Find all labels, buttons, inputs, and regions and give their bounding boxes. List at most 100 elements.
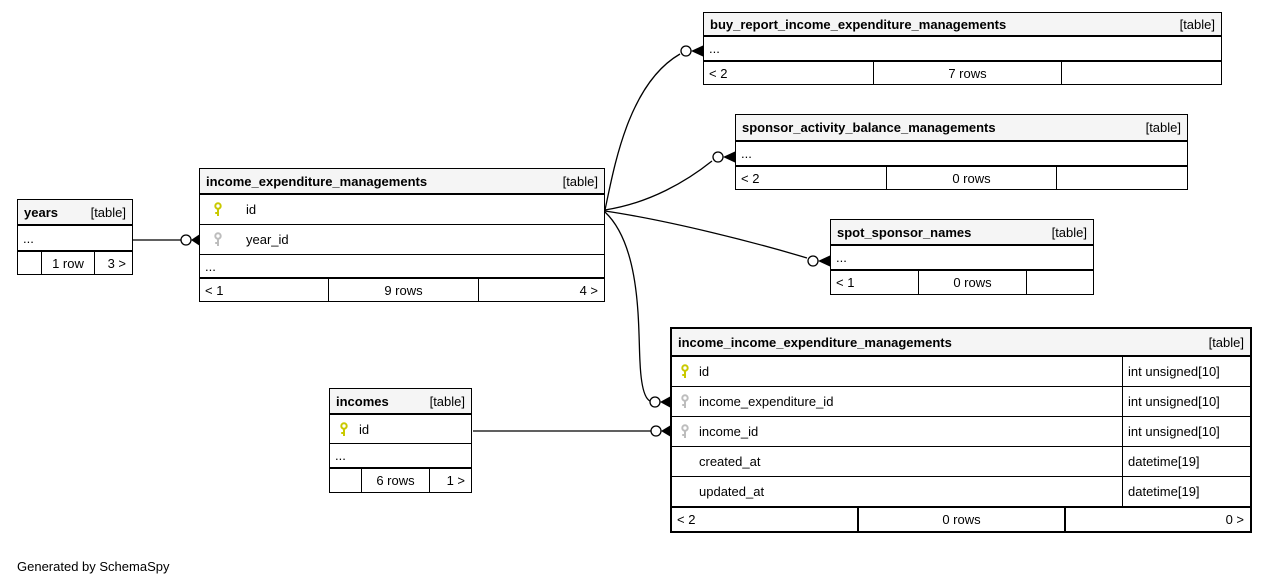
parents-count [330,469,361,492]
arrowhead [723,151,736,163]
column-type: datetime[19] [1122,447,1250,476]
row-count: 7 rows [873,62,1061,84]
column-name: income_expenditure_id [699,394,834,409]
column-name: id [246,202,257,217]
children-count: 1 > [429,469,471,492]
column-row: id [200,195,604,225]
zero-one-circle [650,425,662,437]
hidden-columns-row: ... [200,255,604,278]
arrowhead [818,255,831,267]
table-tag: [table] [429,393,465,409]
table-tag: [table] [1208,334,1244,350]
relationship-iem-to-buy-report [604,53,681,211]
table-header[interactable]: sponsor_activity_balance_managements [ta… [736,115,1187,142]
column-name: year_id [246,232,289,247]
foreign-key-icon [214,232,222,246]
hidden-columns-row: ... [18,226,132,251]
table-spot-sponsor-names: spot_sponsor_names [table] ... < 1 0 row… [830,219,1094,295]
table-tag: [table] [1179,16,1215,32]
table-incomes: incomes [table] id ... 6 rows 1 > [329,388,472,493]
key-spacer [679,484,691,499]
parents-count: < 1 [836,275,855,290]
key-spacer [679,454,691,469]
column-name: created_at [699,454,761,469]
column-type: int unsigned[10] [1122,417,1250,446]
parents-count [18,252,41,274]
zero-one-circle [649,396,661,408]
row-count: 0 rows [918,271,1026,294]
table-footer: < 1 0 rows [831,270,1093,294]
generated-by-note: Generated by SchemaSpy [17,559,170,574]
table-header[interactable]: years [table] [18,200,132,226]
row-count: 9 rows [328,279,478,301]
table-sponsor-activity-balance-managements: sponsor_activity_balance_managements [ta… [735,114,1188,190]
parents-count: < 1 [205,282,224,298]
column-type: int unsigned[10] [1122,387,1250,416]
parents-count: < 2 [709,65,728,81]
table-buy-report-income-expenditure-managements: buy_report_income_expenditure_management… [703,12,1222,85]
column-row: income_expenditure_id int unsigned[10] [672,387,1250,417]
table-years: years [table] ... 1 row 3 > [17,199,133,275]
children-count [1056,167,1187,189]
column-row: updated_at datetime[19] [672,477,1250,507]
table-name[interactable]: spot_sponsor_names [837,224,972,240]
column-row: created_at datetime[19] [672,447,1250,477]
table-footer: < 2 0 rows [736,166,1187,189]
hidden-columns-row: ... [736,142,1187,166]
column-row: year_id [200,225,604,255]
row-count: 1 row [41,252,94,274]
primary-key-icon [340,421,348,436]
column-name: updated_at [699,484,765,499]
children-count: 0 > [1064,508,1250,531]
table-name[interactable]: buy_report_income_expenditure_management… [710,16,1007,32]
table-tag: [table] [1051,224,1087,240]
table-name[interactable]: years [24,204,58,220]
primary-key-icon [214,202,222,216]
row-count: 0 rows [886,167,1056,189]
row-count: 0 rows [857,508,1064,531]
table-tag: [table] [90,204,126,220]
table-footer: < 2 7 rows [704,61,1221,84]
table-header[interactable]: buy_report_income_expenditure_management… [704,13,1221,37]
parents-count: < 2 [741,170,760,186]
arrowhead [691,45,704,57]
column-name: income_id [699,424,759,439]
table-header[interactable]: income_income_expenditure_managements [t… [672,329,1250,357]
table-header[interactable]: incomes [table] [330,389,471,415]
table-tag: [table] [562,173,598,189]
row-count: 6 rows [361,469,429,492]
table-income-income-expenditure-managements: income_income_expenditure_managements [t… [670,327,1252,533]
table-name[interactable]: incomes [336,393,389,409]
zero-one-circle [180,234,192,246]
zero-one-circle [680,45,692,57]
zero-one-circle [712,151,724,163]
children-count: 4 > [478,279,604,301]
arrowhead [191,234,200,246]
table-name[interactable]: sponsor_activity_balance_managements [742,120,996,135]
hidden-columns-row: ... [831,246,1093,270]
arrowhead [661,425,671,437]
hidden-columns-row: ... [704,37,1221,61]
table-name[interactable]: income_income_expenditure_managements [678,334,952,350]
table-footer: 6 rows 1 > [330,468,471,492]
table-name[interactable]: income_expenditure_managements [206,173,428,189]
relationship-iem-to-spot-sponsor [604,210,808,259]
table-footer: < 1 9 rows 4 > [200,278,604,301]
table-tag: [table] [1145,120,1181,135]
column-type: datetime[19] [1122,477,1250,506]
table-header[interactable]: spot_sponsor_names [table] [831,220,1093,246]
column-name: id [699,364,710,379]
column-row: id int unsigned[10] [672,357,1250,387]
hidden-columns-row: ... [330,444,471,468]
children-count [1061,62,1221,84]
arrowhead [660,396,671,408]
relationship-iem-to-income-income [604,211,651,402]
table-income-expenditure-managements: income_expenditure_managements [table] i… [199,168,605,302]
table-footer: < 2 0 rows 0 > [672,507,1250,531]
foreign-key-icon [681,424,689,438]
table-header[interactable]: income_expenditure_managements [table] [200,169,604,195]
children-count [1026,271,1093,294]
parents-count: < 2 [677,512,696,527]
